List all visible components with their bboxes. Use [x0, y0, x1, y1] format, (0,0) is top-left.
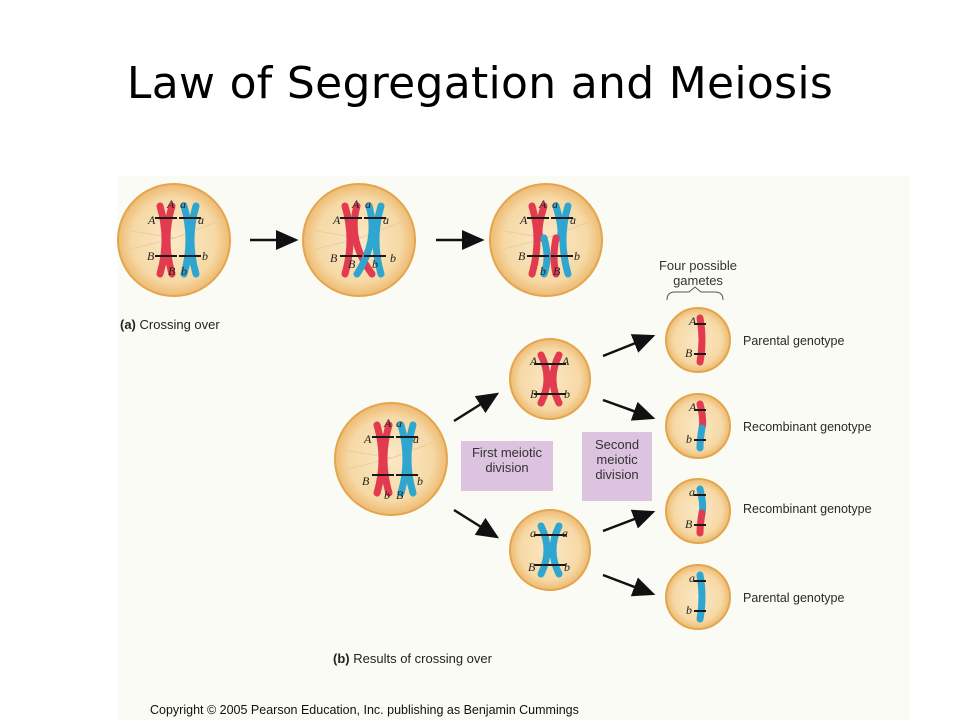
svg-text:b: b [540, 264, 546, 278]
caption-b-letter: (b) [333, 651, 350, 666]
svg-text:b: b [384, 488, 390, 502]
svg-text:A: A [363, 432, 372, 446]
genotype-label-3: Recombinant genotype [743, 502, 872, 516]
arrow-b1 [453, 392, 500, 423]
svg-text:b: b [181, 264, 187, 278]
gamete-cell-1 [665, 307, 731, 373]
gamete-cell-4 [665, 564, 731, 630]
gametes-header: Four possible gametes [658, 258, 738, 288]
svg-text:A: A [332, 213, 341, 227]
svg-text:A: A [519, 213, 528, 227]
copyright-notice: Copyright © 2005 Pearson Education, Inc.… [150, 703, 579, 717]
svg-text:B: B [330, 251, 338, 265]
svg-text:a: a [570, 213, 576, 227]
svg-text:a: a [689, 485, 695, 499]
svg-text:B: B [553, 264, 561, 278]
svg-text:B: B [528, 560, 536, 574]
svg-text:A: A [383, 416, 392, 430]
caption-a-text: Crossing over [139, 317, 220, 332]
svg-text:A: A [147, 213, 156, 227]
svg-text:B: B [685, 346, 693, 360]
second-division-box: Second meiotic division [582, 432, 652, 501]
svg-text:a: a [365, 197, 371, 211]
svg-text:a: a [552, 197, 558, 211]
svg-text:a: a [562, 526, 568, 540]
gamete-cell-2 [665, 393, 731, 459]
arrow-b6 [602, 573, 656, 597]
page-title: Law of Segregation and Meiosis [126, 58, 834, 109]
svg-text:A: A [688, 400, 697, 414]
cell-division1-top [509, 338, 591, 420]
svg-text:a: a [413, 432, 419, 446]
svg-text:b: b [574, 249, 580, 263]
first-division-box: First meiotic division [461, 441, 553, 491]
svg-text:a: a [530, 526, 536, 540]
genotype-label-1: Parental genotype [743, 334, 845, 348]
svg-text:A: A [351, 197, 360, 211]
svg-text:B: B [348, 257, 356, 271]
caption-b: (b) Results of crossing over [333, 651, 492, 666]
cell-crossing-3 [489, 183, 603, 297]
svg-text:A: A [166, 197, 175, 211]
svg-text:B: B [396, 488, 404, 502]
svg-text:B: B [168, 264, 176, 278]
cell-crossing-1 [117, 183, 231, 297]
cell-division1-bottom [509, 509, 591, 591]
svg-text:a: a [180, 197, 186, 211]
svg-text:A: A [688, 314, 697, 328]
svg-text:A: A [538, 197, 547, 211]
svg-text:a: a [689, 571, 695, 585]
caption-b-text: Results of crossing over [353, 651, 492, 666]
svg-text:b: b [564, 560, 570, 574]
svg-text:b: b [372, 257, 378, 271]
genotype-label-4: Parental genotype [743, 591, 845, 605]
svg-text:b: b [686, 603, 692, 617]
svg-text:b: b [202, 249, 208, 263]
svg-text:B: B [518, 249, 526, 263]
svg-text:B: B [530, 387, 538, 401]
svg-text:A: A [561, 354, 570, 368]
svg-text:b: b [417, 474, 423, 488]
arrow-b3 [602, 334, 656, 358]
arrow-b5 [602, 509, 656, 533]
gamete-cell-3 [665, 478, 731, 544]
arrow-b2 [453, 508, 500, 539]
arrow-b4 [602, 398, 656, 421]
svg-text:a: a [383, 213, 389, 227]
cell-parent-b [334, 402, 448, 516]
svg-text:a: a [396, 416, 402, 430]
cell-crossing-2 [302, 183, 416, 297]
svg-text:A: A [529, 354, 538, 368]
svg-text:b: b [686, 432, 692, 446]
svg-text:B: B [685, 517, 693, 531]
svg-text:a: a [198, 213, 204, 227]
genotype-label-2: Recombinant genotype [743, 420, 872, 434]
svg-text:b: b [564, 387, 570, 401]
allele-labels: A a A a B b B b A a A a B B b b A a A a … [147, 197, 697, 617]
gametes-bracket [666, 286, 724, 301]
svg-text:B: B [362, 474, 370, 488]
svg-text:B: B [147, 249, 155, 263]
caption-a: (a) Crossing over [120, 317, 220, 332]
caption-a-letter: (a) [120, 317, 136, 332]
svg-text:b: b [390, 251, 396, 265]
